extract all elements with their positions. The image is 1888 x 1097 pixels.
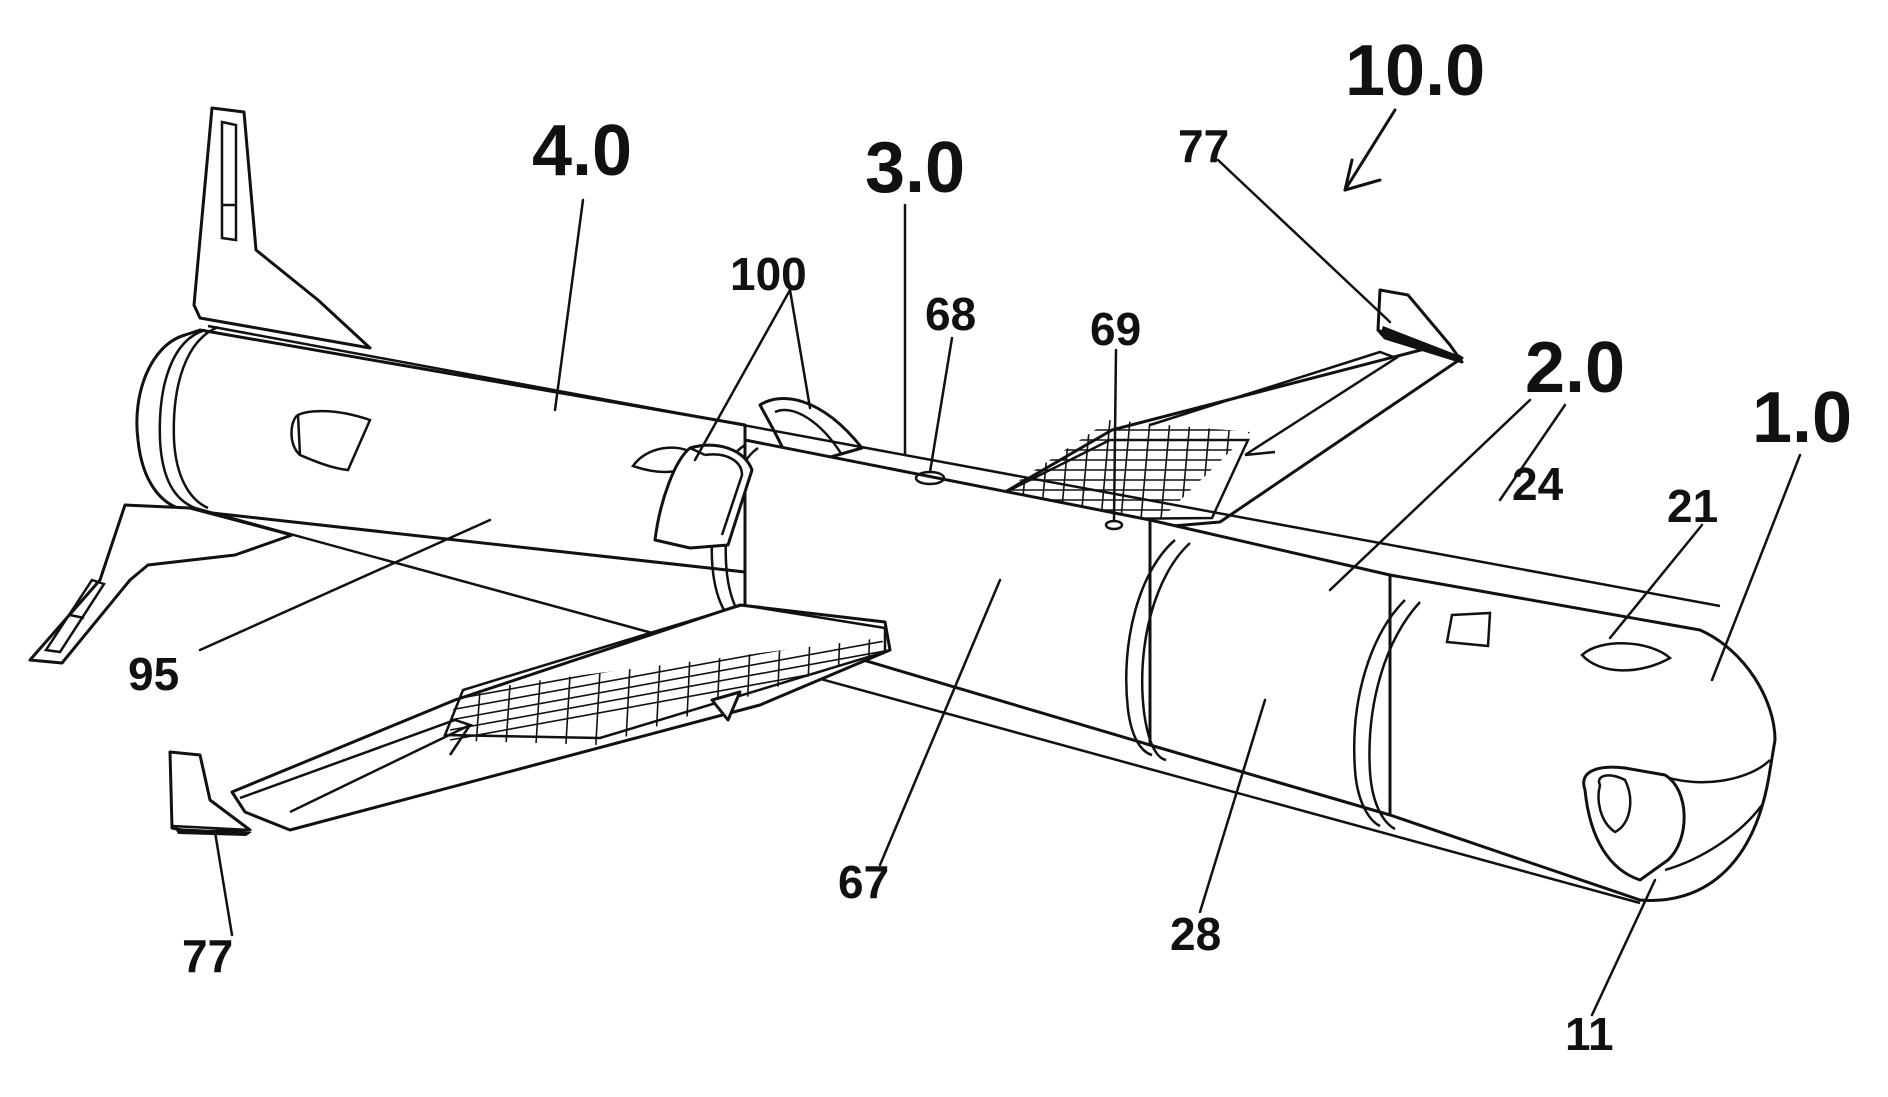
label-28: 28 (1170, 908, 1221, 960)
label-10-0: 10.0 (1345, 31, 1485, 111)
label-4-0: 4.0 (532, 111, 632, 191)
far-wing (1005, 290, 1462, 540)
upper-tail-fin (194, 108, 370, 348)
label-3-0: 3.0 (865, 128, 965, 208)
lower-tail-fin (30, 505, 292, 663)
label-77-top: 77 (1178, 120, 1229, 172)
fuselage (137, 326, 1775, 903)
label-11: 11 (1565, 1008, 1614, 1060)
label-21: 21 (1667, 480, 1718, 532)
label-24: 24 (1512, 458, 1564, 510)
label-67: 67 (838, 856, 889, 908)
near-wing (170, 600, 890, 836)
label-100: 100 (730, 248, 807, 300)
label-1-0: 1.0 (1752, 378, 1852, 458)
label-68: 68 (925, 288, 976, 340)
label-2-0: 2.0 (1525, 328, 1625, 408)
label-95: 95 (128, 648, 179, 700)
label-77-bottom: 77 (182, 930, 233, 982)
label-69: 69 (1090, 303, 1141, 355)
